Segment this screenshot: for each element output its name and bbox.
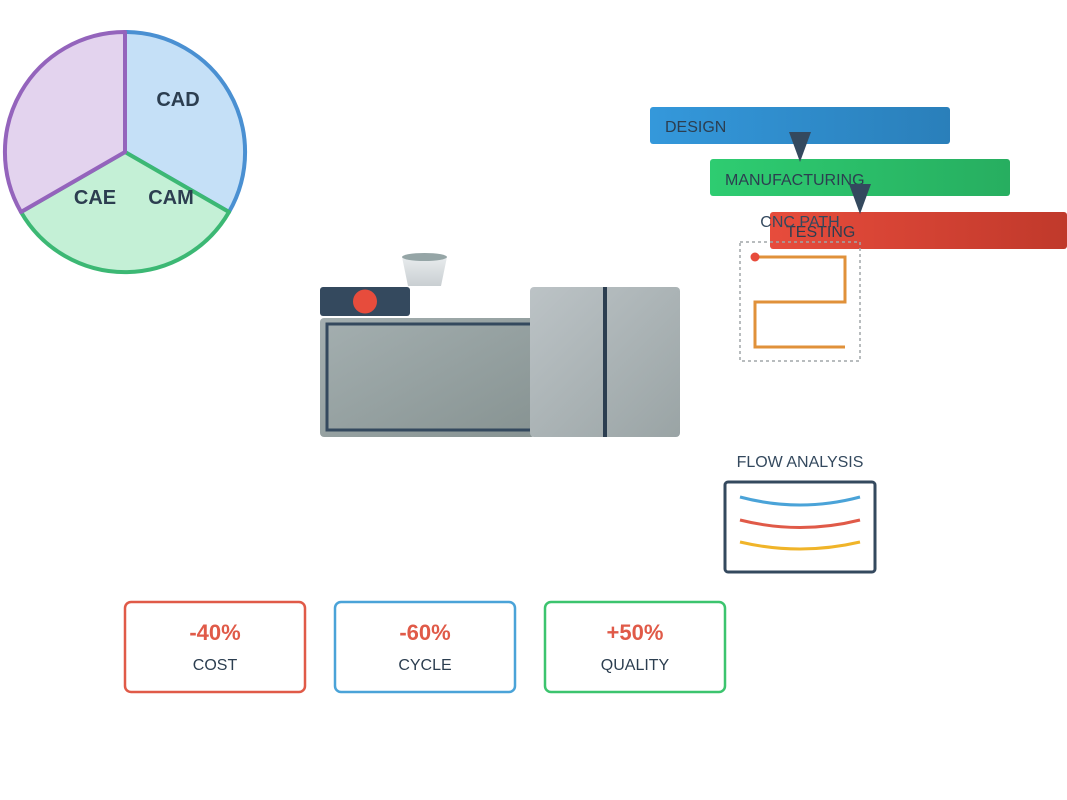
wheel-segment-cae — [2, 30, 127, 214]
cnc-start-dot — [750, 252, 760, 262]
molding-machine — [320, 253, 680, 437]
wheel-label-cae: CAE — [74, 187, 116, 209]
machine-body — [320, 318, 535, 437]
metric-card-frame — [543, 600, 727, 694]
flow-line-2 — [739, 518, 861, 529]
stage-label-testing: TESTING — [786, 224, 855, 241]
process-stages: DESIGN MANUFACTURING TESTING — [650, 107, 1067, 249]
metrics-row: -40% COST -60% CYCLE +50% QUALITY — [123, 600, 727, 694]
flow-line-3 — [739, 540, 861, 551]
mold-parting-line — [603, 287, 607, 437]
metric-card-frame — [333, 600, 517, 694]
metric-label-cost: COST — [193, 657, 238, 674]
cad-cam-cae-wheel: CAD CAM CAE — [2, 30, 248, 275]
stage-arrow-manufacturing-to-testing — [849, 184, 871, 214]
wheel-segment-cad — [123, 30, 248, 214]
metric-card-frame — [123, 600, 307, 694]
metric-card-cost: -40% COST — [123, 600, 307, 694]
metric-card-cycle: -60% CYCLE — [333, 600, 517, 694]
stage-label-manufacturing: MANUFACTURING — [725, 172, 865, 189]
wheel-label-cad: CAD — [156, 89, 199, 111]
flow-line-1 — [739, 495, 861, 507]
stage-arrow-design-to-manufacturing — [789, 132, 811, 162]
stage-bar-manufacturing — [710, 159, 1010, 196]
stage-label-design: DESIGN — [665, 119, 726, 136]
cnc-path-label: CNC PATH — [760, 214, 839, 231]
metric-value-quality: +50% — [607, 620, 664, 645]
metric-label-cycle: CYCLE — [398, 657, 451, 674]
metric-label-quality: QUALITY — [601, 657, 670, 674]
wheel-label-cam: CAM — [148, 187, 194, 209]
cnc-path-frame — [739, 241, 861, 362]
stage-bar-testing — [770, 212, 1067, 249]
stage-bar-design — [650, 107, 950, 144]
metric-value-cycle: -60% — [399, 620, 450, 645]
metric-card-quality: +50% QUALITY — [543, 600, 727, 694]
flow-analysis-label: FLOW ANALYSIS — [737, 454, 864, 471]
flow-analysis-panel: FLOW ANALYSIS — [723, 454, 877, 574]
cnc-path-panel: CNC PATH — [739, 214, 861, 362]
cnc-tool-path — [753, 255, 847, 349]
metric-value-cost: -40% — [189, 620, 240, 645]
hopper-rim — [402, 253, 447, 261]
hopper-cup — [402, 257, 447, 286]
machine-indicator-light — [353, 289, 377, 314]
